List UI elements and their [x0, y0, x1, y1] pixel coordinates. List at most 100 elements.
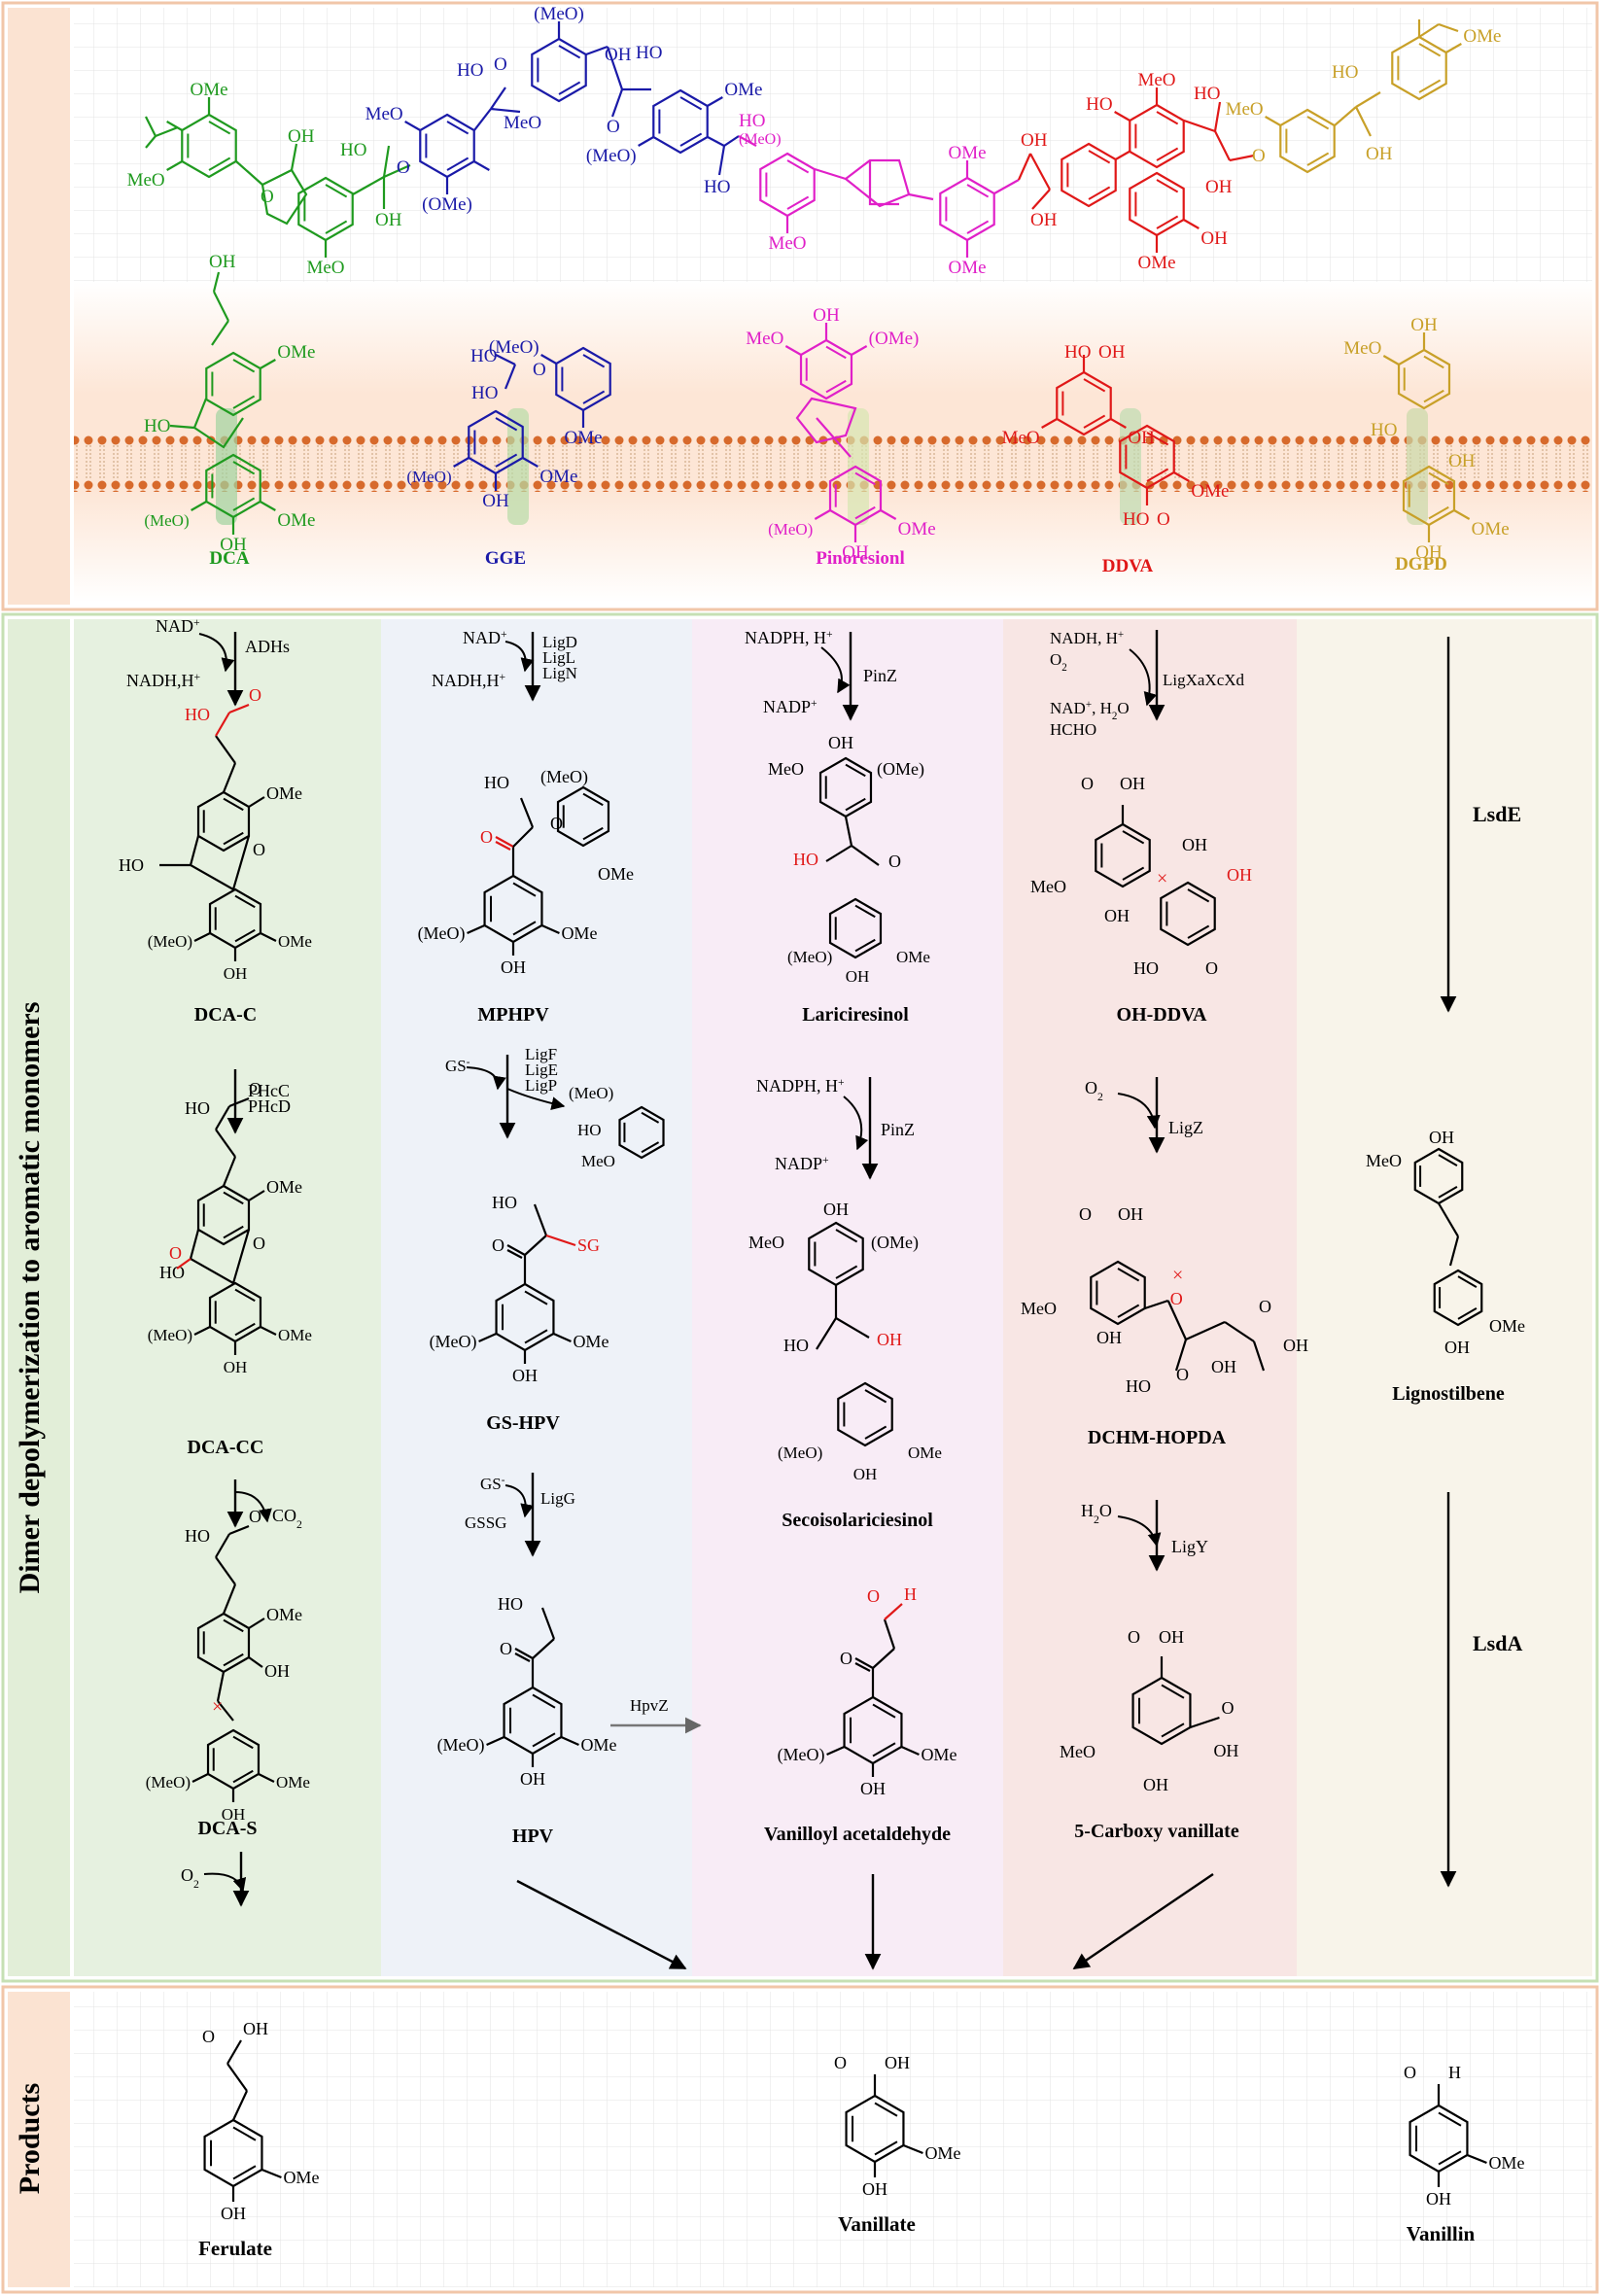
atom-label: MeO	[768, 233, 806, 254]
atom-label: (MeO)	[778, 1444, 822, 1462]
double-bond	[325, 220, 348, 234]
double-bond	[845, 797, 866, 812]
double-bond	[966, 184, 990, 198]
double-bond	[854, 904, 876, 919]
bond	[825, 845, 852, 862]
atom-label: OH	[813, 305, 840, 326]
atom-label: MeO	[504, 113, 541, 133]
double-bond	[1457, 1275, 1478, 1288]
gge-step-1-cofactor	[504, 641, 535, 673]
atom-label: O	[840, 1649, 852, 1668]
atom-label: MeO	[748, 1233, 784, 1252]
bond	[532, 1638, 555, 1659]
atom-label: OH	[1118, 1204, 1143, 1224]
double-bond	[234, 1288, 256, 1303]
atom-label: OH	[1159, 1627, 1184, 1647]
atom-label: OMe	[724, 80, 762, 100]
double-bond	[208, 157, 231, 171]
double-bond	[325, 184, 348, 198]
benzene-ring	[1160, 881, 1216, 947]
atom-label: O	[249, 1079, 261, 1098]
atom-label: O	[867, 1586, 880, 1606]
atom-label: HO	[1126, 1376, 1151, 1396]
pathway-side-label: Dimer depolymerization to aromatic monom…	[14, 1002, 46, 1594]
dihydrofuran-ring	[189, 1229, 251, 1285]
bond	[228, 1096, 250, 1108]
atom-label: OH	[264, 1661, 290, 1681]
bond	[1041, 418, 1058, 429]
atom-label: OMe	[278, 1326, 312, 1344]
double-bond	[495, 453, 518, 468]
atom-label: (MeO)	[418, 923, 466, 944]
atom-label: OMe	[276, 1773, 310, 1792]
lipid-membrane	[74, 435, 1592, 492]
bond	[352, 176, 385, 195]
bond	[248, 1656, 263, 1668]
intermediate-name: GS-HPV	[486, 1412, 560, 1434]
benzene-ring	[556, 785, 610, 848]
atom-label: H	[904, 1584, 917, 1604]
atom-label: OMe	[1489, 1316, 1525, 1336]
atom-label: O	[1128, 1627, 1140, 1647]
atom-label: OH	[1410, 315, 1438, 335]
bond	[222, 1583, 237, 1615]
bond	[169, 424, 195, 430]
atom-label: (OMe)	[422, 194, 472, 215]
bond	[191, 501, 207, 511]
bond	[216, 1671, 226, 1702]
atom-label: OH	[862, 2179, 887, 2199]
double-bond	[874, 2140, 898, 2156]
enzyme-label: LigL	[542, 648, 575, 667]
atom-label: OH	[885, 2053, 910, 2072]
double-bond	[446, 157, 470, 171]
atom-label: OMe	[948, 258, 986, 278]
atom-label: (MeO)	[534, 4, 584, 24]
enzyme-label: PHcD	[248, 1096, 291, 1116]
dimer-name: DDVA	[1102, 556, 1154, 576]
double-bond	[232, 2165, 257, 2180]
atom-label: HO	[577, 1121, 602, 1139]
products-panel	[1, 1985, 1599, 2294]
aromatic-unit: (MeO)OMe	[489, 337, 611, 448]
atom-label: OH	[222, 1805, 246, 1824]
double-bond	[223, 831, 244, 846]
atom-label: HO	[484, 773, 509, 792]
atom-label: O	[249, 685, 261, 705]
atom-label: MeO	[1137, 70, 1175, 90]
benzene-ring	[531, 37, 587, 103]
atom-label: OMe	[948, 143, 986, 163]
pathway-panel	[1, 612, 1599, 1983]
atom-label: HO	[457, 60, 483, 81]
atom-label: O	[533, 360, 546, 380]
double-bond	[223, 1652, 244, 1667]
atom-label: OMe	[564, 428, 602, 448]
double-bond	[532, 1693, 556, 1709]
double-bond	[232, 497, 256, 511]
atom-label: O	[1079, 1204, 1092, 1224]
atom-label: OH	[1205, 177, 1233, 197]
atom-label: OH	[1227, 865, 1252, 885]
atom-label: OH	[1182, 835, 1207, 854]
dimer-name: Pinoresionl	[816, 548, 905, 569]
aromatic-unit: OMe(MeO)	[586, 80, 763, 166]
benzene-ring	[1095, 822, 1151, 888]
aromatic-unit: MeO (OMe)	[365, 104, 490, 215]
bond	[884, 1603, 903, 1620]
atom-label: OMe	[283, 2168, 319, 2187]
double-bond	[582, 354, 606, 368]
double-bond	[582, 792, 604, 807]
bond	[1224, 1321, 1255, 1342]
intermediate-name: Secoisolariciesinol	[782, 1510, 933, 1531]
cleavage-mark: ×	[212, 1696, 223, 1718]
double-bond	[1418, 79, 1442, 93]
atom-label: OH	[1448, 451, 1476, 471]
atom-label: MeO	[365, 104, 403, 124]
atom-label: OH	[1104, 906, 1130, 925]
product-name: Vanillate	[838, 2212, 916, 2236]
atom-label: HO	[636, 43, 662, 63]
